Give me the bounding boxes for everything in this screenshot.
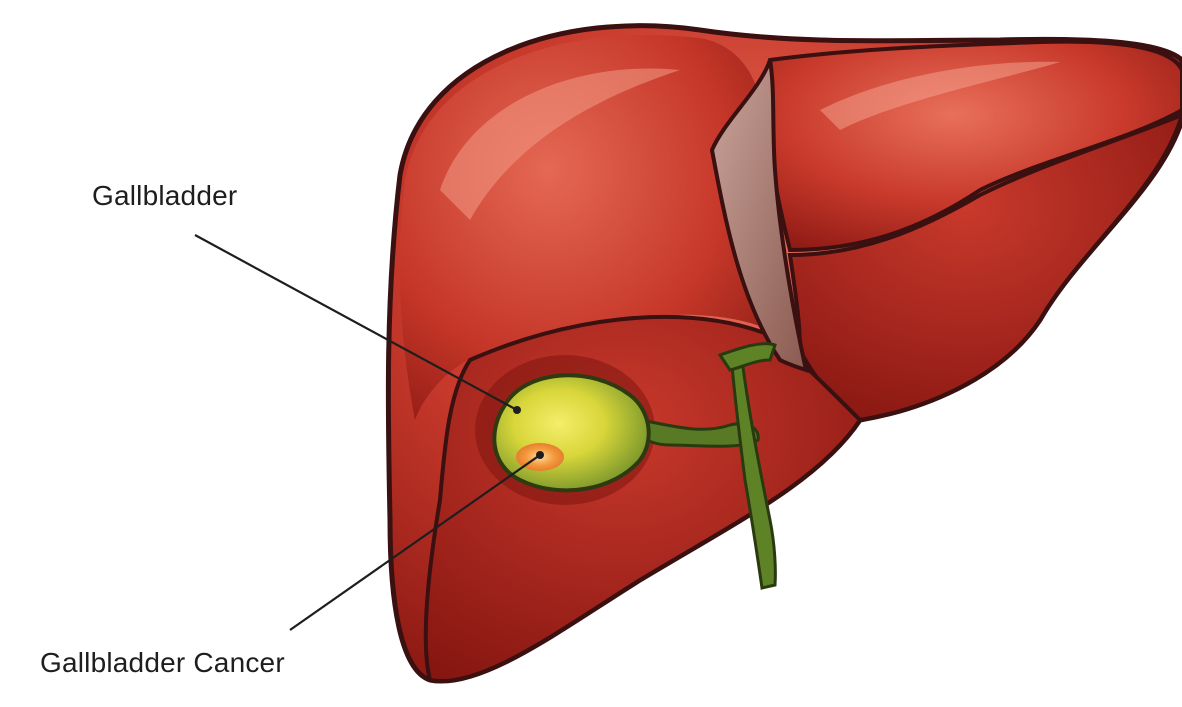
cancer-leader-dot — [536, 451, 544, 459]
gallbladder-leader-dot — [513, 406, 521, 414]
gallbladder-label: Gallbladder — [92, 180, 237, 211]
gallbladder — [494, 375, 648, 490]
gallbladder-cancer-label: Gallbladder Cancer — [40, 647, 285, 678]
liver-lower-middle — [426, 317, 860, 681]
